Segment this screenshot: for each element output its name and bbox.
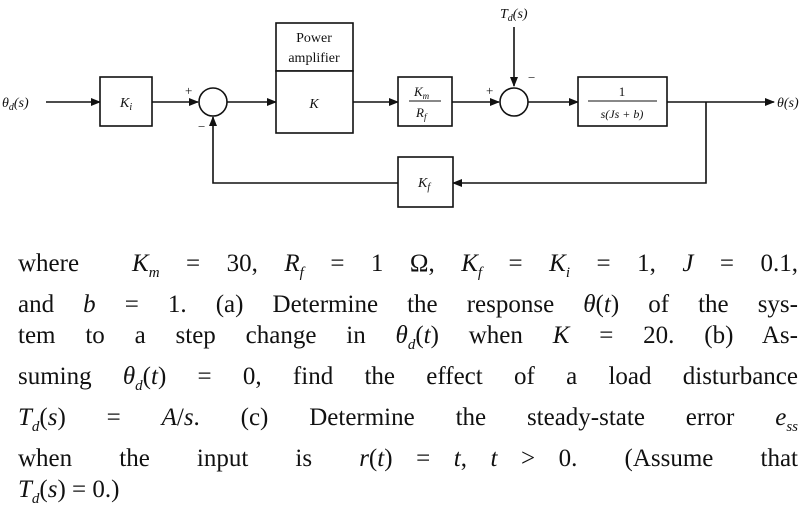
- problem-line-6: when the input is r(t) = t, t > 0. (Assu…: [18, 445, 798, 472]
- block-kf: [397, 156, 454, 208]
- problem-line-2: and b = 1. (a) Determine the response θ(…: [18, 291, 798, 318]
- block-kf-label: Kf: [417, 176, 431, 193]
- summing-junction-1: [198, 87, 228, 117]
- block-k-label: K: [308, 97, 319, 112]
- feedback-path-left: [209, 116, 398, 184]
- power-amplifier-header: [275, 22, 354, 72]
- input-label: θd(s): [2, 96, 29, 113]
- output-label: θ(s): [777, 96, 799, 111]
- amplifier-label-line2: amplifier: [288, 51, 340, 66]
- disturbance-label: Td(s): [500, 7, 528, 24]
- block-km-den: Rf: [415, 105, 428, 122]
- summing-junction-2: [499, 87, 529, 117]
- problem-line-3: tem to a step change in θd(t) when K = 2…: [18, 322, 798, 353]
- problem-line-4: suming θd(t) = 0, find the effect of a l…: [18, 363, 798, 394]
- problem-line-5: Td(s) = A/s. (c) Determine the steady-st…: [18, 404, 798, 435]
- amplifier-label-line1: Power: [296, 31, 332, 46]
- block-diagram: θd(s) Ki + − Power amplifier K Km Rf Td(…: [2, 7, 799, 208]
- block-km-num: Km: [413, 84, 430, 101]
- block-k: [275, 70, 354, 134]
- sum1-minus: −: [198, 119, 205, 134]
- sum2-plus: +: [486, 83, 493, 98]
- problem-statement: where Km = 30, Rf = 1 Ω, Kf = Ki = 1, J …: [18, 248, 798, 515]
- problem-line-7: Td(s) = 0.): [18, 476, 120, 507]
- block-ki-label: Ki: [119, 96, 132, 113]
- block-km-rf: [397, 76, 453, 127]
- plant-den: s(Js + b): [601, 107, 644, 121]
- sum1-plus: +: [185, 83, 192, 98]
- feedback-path-right: [452, 102, 707, 187]
- sum2-minus: −: [528, 70, 535, 85]
- problem-line-1: where Km = 30, Rf = 1 Ω, Kf = Ki = 1, J …: [18, 250, 799, 281]
- plant-num: 1: [619, 84, 626, 99]
